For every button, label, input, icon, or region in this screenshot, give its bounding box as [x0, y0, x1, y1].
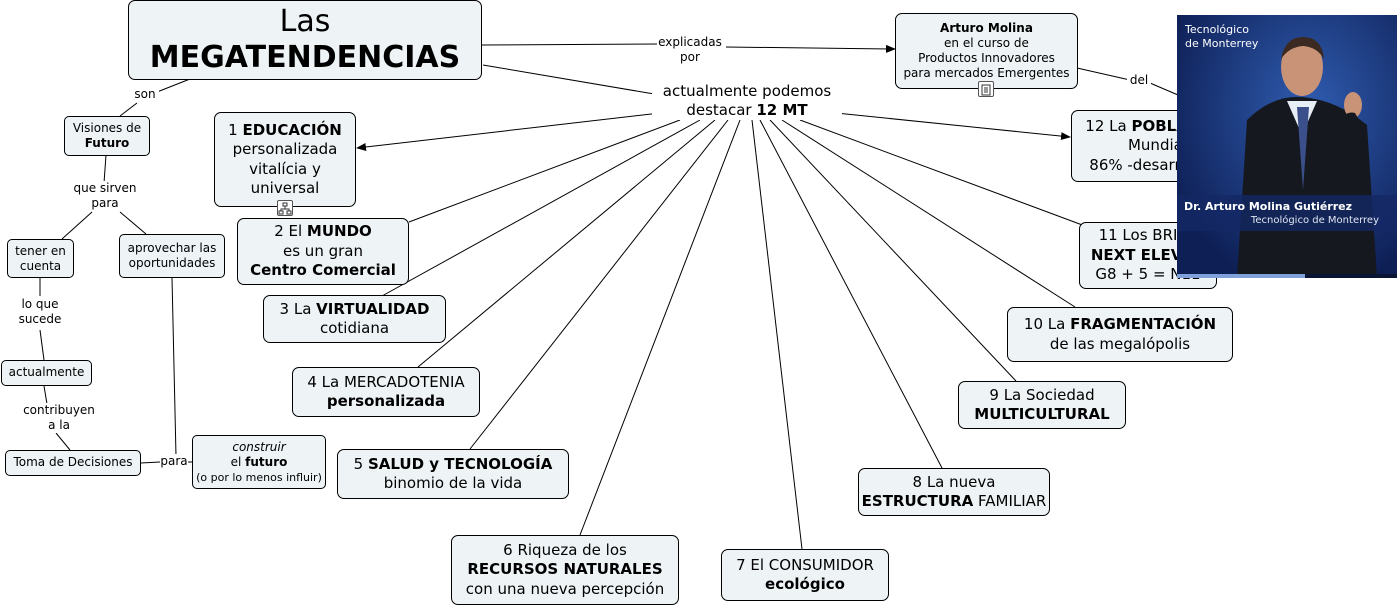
mt-6-recursos-naturales-node[interactable]: 6 Riqueza de los RECURSOS NATURALES con … — [451, 535, 679, 605]
mt-6-line-1: 6 Riqueza de los — [503, 540, 627, 559]
mt-1-educacion-node[interactable]: 1 EDUCACIÓN personalizada vitalícia y un… — [214, 112, 356, 207]
link-label-del: del — [1127, 73, 1151, 88]
caption-name: Dr. Arturo Molina Gutiérrez — [1184, 200, 1353, 213]
link-label-para: para — [160, 454, 188, 469]
author-name: Arturo Molina — [940, 21, 1033, 35]
video-progress-track[interactable] — [1177, 274, 1397, 278]
aprovechar-line-2: oportunidades — [128, 256, 216, 270]
mt-7-line-1: 7 El CONSUMIDOR — [736, 555, 874, 574]
mt-6-line-3: con una nueva percepción — [465, 579, 665, 598]
mt-10-line-2: de las megalópolis — [1049, 334, 1191, 353]
mt-3-line-1: 3 La VIRTUALIDAD — [279, 299, 430, 318]
mt-12-line-2: Mundial — [1127, 136, 1187, 155]
tener-line-1: tener en — [15, 243, 66, 258]
toma-de-decisiones-node[interactable]: Toma de Decisiones — [5, 450, 141, 476]
mt-1-line-1: 1 EDUCACIÓN — [228, 120, 342, 139]
mt-9-line-2: MULTICULTURAL — [974, 405, 1110, 423]
author-line-4: para mercados Emergentes — [903, 66, 1070, 80]
construir-line-1: construir — [232, 439, 286, 454]
mt-2-line-2: es un gran — [283, 241, 363, 260]
actualmente-text: actualmente — [8, 365, 85, 380]
construir-line-2: el futuro — [230, 454, 288, 469]
mt-8-line-1: 8 La nueva — [912, 472, 996, 491]
mt-10-line-1: 10 La FRAGMENTACIÓN — [1023, 315, 1217, 333]
aprovechar-oportunidades-node[interactable]: aprovechar las oportunidades — [119, 234, 225, 278]
mt-9-multicultural-node[interactable]: 9 La Sociedad MULTICULTURAL — [958, 381, 1126, 429]
tener-line-2: cuenta — [19, 258, 62, 273]
actualmente-node[interactable]: actualmente — [1, 360, 92, 386]
author-line-2: en el curso de — [944, 36, 1029, 50]
mt-7-line-2: ecológico — [765, 575, 845, 593]
aprovechar-line-1: aprovechar las — [127, 241, 217, 255]
mt-9-line-1: 9 La Sociedad — [989, 385, 1095, 404]
construir-futuro-node[interactable]: construir el futuro (o por lo menos infl… — [192, 435, 326, 489]
center-label: actualmente podemos destacar 12 MT — [652, 82, 842, 120]
mt-1-line-3: vitalícia y — [249, 159, 321, 178]
visiones-line-2: Futuro — [84, 136, 130, 150]
brand-label: Tecnológico de Monterrey — [1185, 23, 1259, 50]
title-line-1: Las — [279, 4, 331, 39]
mt-10-fragmentacion-node[interactable]: 10 La FRAGMENTACIÓN de las megalópolis — [1007, 307, 1233, 362]
mt-5-line-1: 5 SALUD y TECNOLOGÍA — [353, 454, 553, 473]
mt-4-line-1: 4 La MERCADOTENIA — [307, 372, 465, 391]
toma-text: Toma de Decisiones — [13, 455, 133, 470]
concept-map-icon[interactable] — [277, 200, 293, 216]
mt-2-line-1: 2 El MUNDO — [274, 222, 372, 241]
visiones-de-futuro-node[interactable]: Visiones de Futuro — [64, 116, 150, 156]
mt-11-line-2: NEXT ELEVEN — [1090, 245, 1206, 264]
caption-bar: Dr. Arturo Molina Gutiérrez Tecnológico … — [1177, 195, 1397, 231]
author-node[interactable]: Arturo Molina en el curso de Productos I… — [895, 13, 1078, 89]
author-line-3: Productos Innovadores — [918, 51, 1055, 65]
mt-8-line-2: ESTRUCTURA FAMILIAR — [861, 492, 1047, 510]
mt-1-line-4: universal — [250, 179, 320, 197]
video-player[interactable]: Tecnológico de Monterrey Dr. Arturo Moli… — [1177, 15, 1397, 278]
document-icon[interactable] — [978, 81, 994, 97]
mt-6-line-2: RECURSOS NATURALES — [467, 560, 663, 579]
mt-2-mundo-node[interactable]: 2 El MUNDO es un gran Centro Comercial — [237, 218, 409, 285]
mt-11-line-3: G8 + 5 = N11 — [1095, 265, 1201, 284]
tener-en-cuenta-node[interactable]: tener en cuenta — [7, 239, 74, 278]
speaker-image — [1177, 15, 1397, 278]
mt-4-mercadotenia-node[interactable]: 4 La MERCADOTENIA personalizada — [292, 367, 480, 417]
mt-1-line-2: personalizada — [232, 140, 338, 158]
mt-7-consumidor-node[interactable]: 7 El CONSUMIDOR ecológico — [721, 549, 889, 601]
mt-11-line-1: 11 Los BRICS — [1098, 226, 1198, 245]
mt-2-line-3: Centro Comercial — [250, 261, 396, 280]
visiones-line-1: Visiones de — [72, 121, 142, 135]
caption-org: Tecnológico de Monterrey — [1250, 215, 1379, 226]
construir-line-3: (o por lo menos influir) — [196, 470, 322, 484]
video-progress-fill — [1177, 274, 1305, 278]
mt-8-estructura-familiar-node[interactable]: 8 La nueva ESTRUCTURA FAMILIAR — [858, 468, 1050, 516]
mt-4-line-2: personalizada — [326, 392, 446, 410]
mt-5-salud-tecnologia-node[interactable]: 5 SALUD y TECNOLOGÍA binomio de la vida — [337, 449, 569, 499]
title-line-2: MEGATENDENCIAS — [149, 40, 461, 75]
mt-3-virtualidad-node[interactable]: 3 La VIRTUALIDAD cotidiana — [263, 295, 446, 343]
title-node[interactable]: Las MEGATENDENCIAS — [128, 0, 482, 80]
mt-3-line-2: cotidiana — [319, 319, 390, 337]
mt-5-line-2: binomio de la vida — [383, 474, 523, 492]
link-label-son: son — [131, 87, 159, 102]
